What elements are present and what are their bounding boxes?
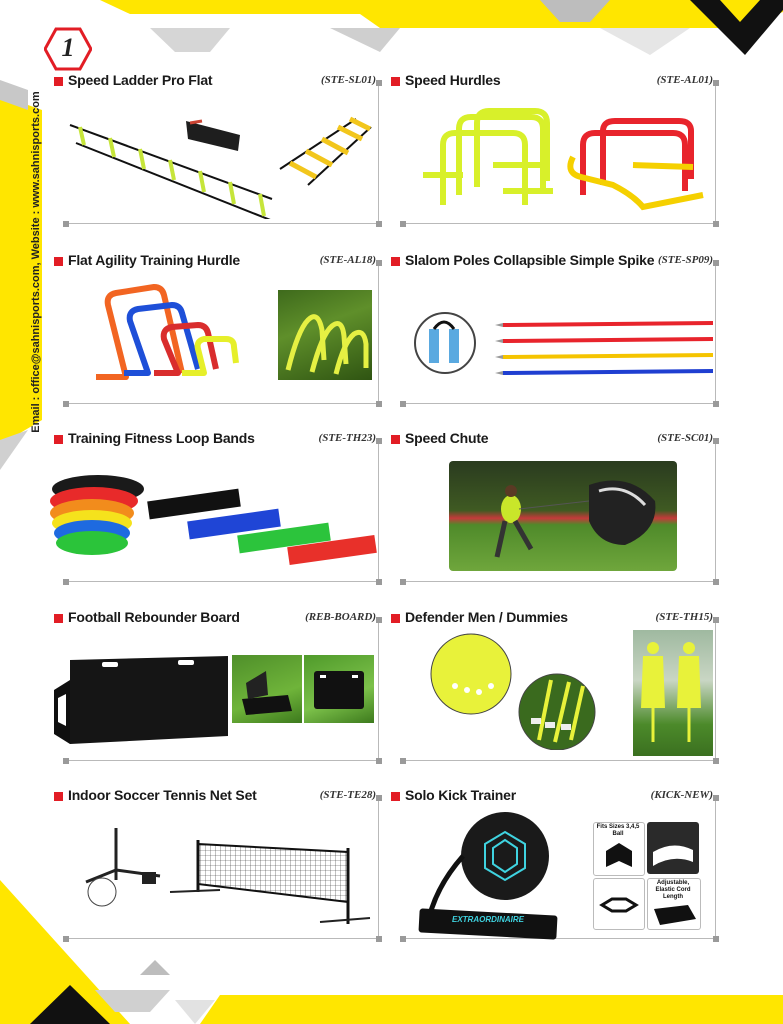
product-code: (STE-TE28) (319, 789, 376, 801)
fits-sizes-label: Fits Sizes 3,4,5 Ball (596, 824, 640, 837)
kick-trainer-detail-1 (593, 822, 645, 876)
dummy-detail-circles-image (430, 633, 596, 750)
product-card-slalom-poles: Slalom Poles Collapsible Simple Spike (S… (391, 252, 719, 407)
bullet-marker (54, 614, 63, 623)
bullet-marker (54, 792, 63, 801)
product-code: (STE-AL18) (319, 254, 376, 266)
contact-info: Email : office@sahnisports.com, Website … (30, 91, 42, 433)
product-card-loop-bands: Training Fitness Loop Bands (STE-TH23) (50, 430, 382, 585)
product-title: Speed Hurdles (405, 72, 501, 88)
product-code: (STE-AL01) (656, 74, 713, 86)
kick-trainer-ball-image (418, 812, 558, 940)
card-frame (400, 795, 719, 942)
card-frame (63, 795, 382, 942)
bullet-marker (391, 257, 400, 266)
kick-trainer-detail-2 (647, 822, 699, 874)
card-frame (400, 260, 719, 407)
product-title: Flat Agility Training Hurdle (68, 252, 241, 268)
product-code: (REB-BOARD) (305, 611, 376, 623)
bullet-marker (391, 77, 400, 86)
page-number: 1 (61, 33, 75, 62)
kick-trainer-detail-3 (593, 878, 645, 930)
product-card-solo-kick-trainer: Solo Kick Trainer (KICK-NEW) EXTRAORDINA… (391, 787, 719, 942)
rebounder-grass-photo-2 (304, 655, 374, 723)
product-code: (STE-SC01) (657, 432, 713, 444)
product-title: Speed Chute (405, 430, 489, 446)
loop-bands-image (50, 475, 377, 566)
product-card-soccer-tennis-net: Indoor Soccer Tennis Net Set (STE-TE28) (54, 787, 382, 942)
bullet-marker (54, 435, 63, 444)
product-title: Indoor Soccer Tennis Net Set (68, 787, 257, 803)
rebounder-grass-photo-1 (232, 655, 302, 723)
speed-ladder-image (69, 116, 372, 219)
card-frame (63, 80, 382, 227)
card-frame (63, 617, 382, 764)
product-title: Slalom Poles Collapsible Simple Spike (405, 252, 655, 268)
product-card-flat-agility-hurdle: Flat Agility Training Hurdle (STE-AL18) (54, 252, 382, 407)
product-code: (STE-TH23) (318, 432, 376, 444)
product-code: (STE-TH15) (655, 611, 713, 623)
speed-hurdles-image (423, 108, 704, 211)
defender-dummies-photo (633, 630, 713, 756)
product-card-speed-ladder: Speed Ladder Pro Flat (STE-SL01) (54, 72, 382, 227)
card-frame (400, 80, 719, 227)
product-code: (STE-SP09) (658, 254, 713, 266)
strap-brand-text: EXTRAORDINAIRE (451, 915, 524, 924)
slalom-poles-image (414, 312, 714, 375)
product-code: (STE-SL01) (321, 74, 376, 86)
rebounder-board-image (54, 656, 228, 744)
flat-hurdles-grass-photo (278, 290, 372, 380)
product-code: (KICK-NEW) (650, 789, 713, 801)
card-frame (63, 438, 382, 585)
flat-hurdles-image (96, 284, 239, 380)
product-card-speed-chute: Speed Chute (STE-SC01) (391, 430, 719, 585)
product-title: Football Rebounder Board (68, 609, 240, 625)
bullet-marker (391, 792, 400, 801)
card-frame (400, 617, 719, 764)
elastic-cord-label: Adjustable, Elastic Cord Length (655, 880, 691, 900)
bullet-marker (54, 77, 63, 86)
product-title: Solo Kick Trainer (405, 787, 516, 803)
page-number-badge: 1 (44, 27, 92, 71)
product-title: Defender Men / Dummies (405, 609, 568, 625)
bullet-marker (391, 435, 400, 444)
card-frame (400, 438, 719, 585)
product-card-speed-hurdles: Speed Hurdles (STE-AL01) (391, 72, 719, 227)
hurdles-on-grass-image (285, 314, 369, 375)
kick-trainer-detail-4 (647, 878, 701, 930)
soccer-tennis-net-image (85, 828, 371, 924)
bullet-marker (391, 614, 400, 623)
product-card-rebounder-board: Football Rebounder Board (REB-BOARD) (54, 609, 382, 764)
product-title: Speed Ladder Pro Flat (68, 72, 213, 88)
bullet-marker (54, 257, 63, 266)
card-frame (63, 260, 382, 407)
product-title: Training Fitness Loop Bands (68, 430, 255, 446)
runner-with-parachute-image (494, 480, 656, 558)
product-card-defender-dummies: Defender Men / Dummies (STE-TH15) (391, 609, 719, 764)
speed-chute-photo (449, 461, 677, 571)
